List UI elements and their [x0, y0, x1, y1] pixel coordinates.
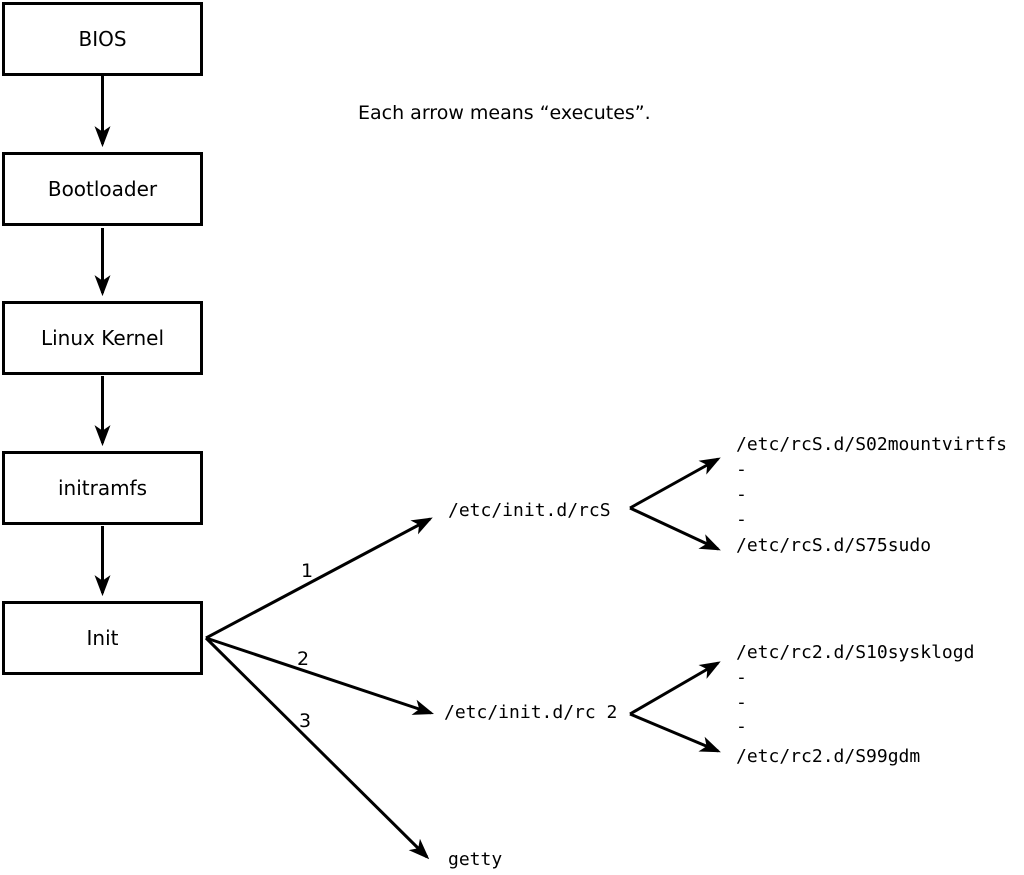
box-bootloader: Bootloader: [2, 152, 203, 226]
label-s99gdm: /etc/rc2.d/S99gdm: [736, 746, 921, 767]
arrow-rc2-to-s99gdm: [629, 712, 721, 753]
label-rcS: /etc/init.d/rcS: [448, 500, 611, 521]
label-getty: getty: [448, 849, 503, 870]
box-bios-label: BIOS: [78, 27, 127, 51]
branch-order-label-2: 2: [297, 648, 310, 670]
label-s75sudo: /etc/rcS.d/S75sudo: [736, 535, 932, 556]
box-linux-kernel: Linux Kernel: [2, 301, 203, 375]
arrow-rcS-to-s02mountvirtfs: [629, 457, 721, 510]
arrow-rcS-to-s75sudo: [629, 506, 721, 551]
label-s02mountvirtfs: /etc/rcS.d/S02mountvirtfs: [736, 434, 1007, 455]
box-bootloader-label: Bootloader: [47, 177, 158, 201]
label-rc2-ellipsis-2: -: [736, 692, 747, 713]
box-init-label: Init: [86, 626, 119, 650]
box-linux-kernel-label: Linux Kernel: [40, 326, 165, 350]
label-rc2-ellipsis-3: -: [736, 716, 747, 737]
arrow-init-to-getty: [204, 636, 430, 860]
diagram-caption: Each arrow means “executes”.: [358, 102, 651, 124]
branch-order-label-1: 1: [301, 560, 314, 582]
label-rc2: /etc/init.d/rc 2: [444, 702, 618, 723]
label-rcS-ellipsis-2: -: [736, 484, 747, 505]
label-s10sysklogd: /etc/rc2.d/S10sysklogd: [736, 642, 975, 663]
branch-order-label-3: 3: [299, 710, 312, 732]
box-initramfs-label: initramfs: [57, 476, 148, 500]
box-bios: BIOS: [2, 2, 203, 76]
label-rcS-ellipsis-3: -: [736, 509, 747, 530]
arrow-rc2-to-s10sysklogd: [629, 661, 721, 716]
label-rc2-ellipsis-1: -: [736, 667, 747, 688]
label-rcS-ellipsis-1: -: [736, 459, 747, 480]
arrow-init-to-rc2: [205, 636, 434, 715]
box-initramfs: initramfs: [2, 451, 203, 525]
arrow-init-to-rcS: [205, 517, 433, 640]
box-init: Init: [2, 601, 203, 675]
